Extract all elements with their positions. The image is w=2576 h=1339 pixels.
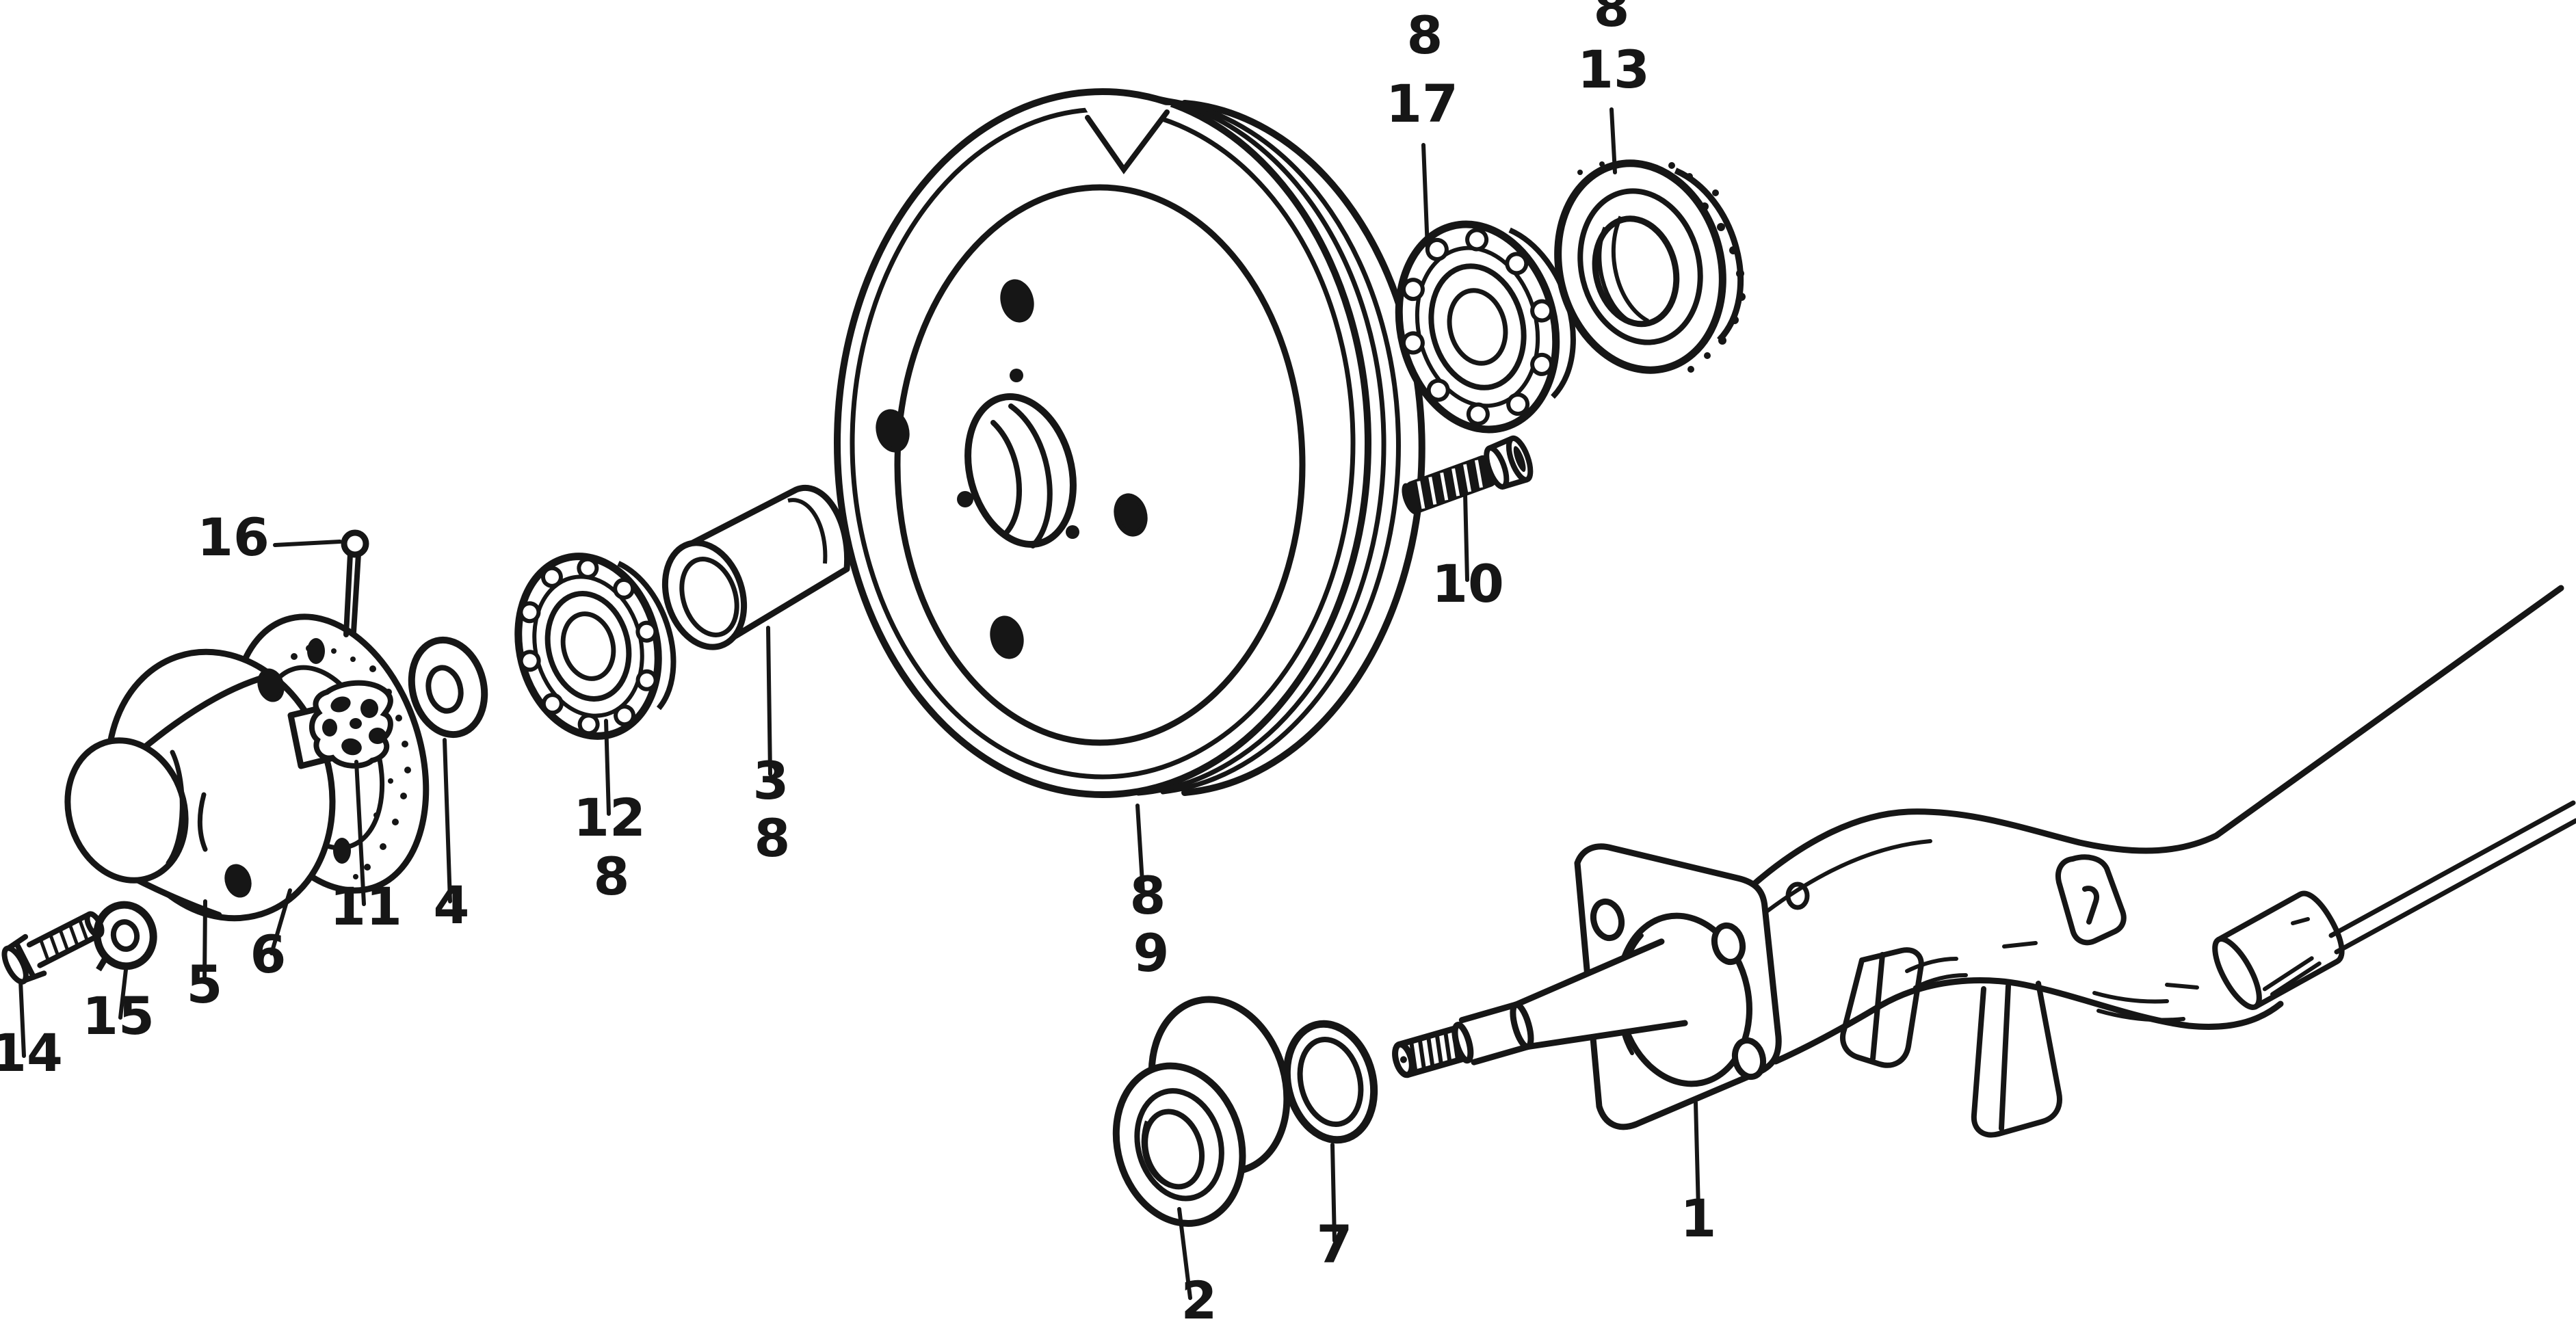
- flange-plate: [1574, 843, 1782, 1130]
- beam-top-edge: [1745, 585, 2564, 892]
- callout-label-lock-washer: 15: [82, 985, 155, 1046]
- callout-label-inner-bearing-alt: 8: [594, 846, 630, 907]
- flange-hole: [1731, 1037, 1767, 1081]
- callout-leader-o-ring-seal: [1330, 1143, 1337, 1243]
- drum-notch-mask: [1082, 103, 1171, 178]
- inner-bearing: [514, 553, 676, 740]
- seal-lip-arcs: [1597, 215, 1650, 323]
- beam-bottom-edge: [1772, 977, 2284, 1065]
- callout-leader-spacer-collar: [1177, 1207, 1192, 1300]
- drum-lug-holes: [876, 279, 1148, 659]
- stud-threads: [1417, 460, 1483, 509]
- thrust-washer: [408, 636, 488, 739]
- callout-label-brake-drum-alt: 9: [1133, 923, 1170, 983]
- flange-hole: [1590, 898, 1625, 942]
- spindle-threads: [1409, 1027, 1460, 1074]
- bearing-depth-edge: [617, 561, 676, 711]
- callout-label-grease-seal-alt: 8: [1594, 0, 1630, 38]
- callout-label-o-ring-seal: 7: [1317, 1214, 1353, 1275]
- callout-label-inner-bearing: 12: [573, 787, 646, 848]
- callout-leader-grease-seal: [1609, 107, 1617, 174]
- callout-label-dust-cover-cone: 3: [753, 750, 789, 811]
- hub-bolt: [1, 911, 105, 985]
- lock-washer: [93, 901, 157, 972]
- spindle-flange: [1392, 843, 1782, 1130]
- drum-face: [834, 88, 1371, 798]
- callout-leader-dust-cover-cone: [766, 626, 772, 776]
- callout-label-wheel-stud: 10: [1432, 553, 1504, 614]
- hub-lug-hole: [224, 864, 252, 898]
- beam-upper-bracket: [2055, 854, 2127, 946]
- bolt-threads: [38, 918, 89, 962]
- callout-label-hub-gasket: 6: [250, 924, 287, 985]
- callout-leader-wheel-stud: [1463, 492, 1469, 582]
- cotter-pin: [341, 529, 369, 637]
- callout-leader-outer-bearing: [1421, 143, 1430, 251]
- spacer-bore-arc: [1141, 1120, 1171, 1188]
- beam-hanging-tab: [1971, 981, 2062, 1138]
- beam-side-bracket: [1840, 947, 1924, 1068]
- callout-label-thrust-washer: 4: [434, 875, 470, 936]
- gasket-hole: [307, 638, 325, 664]
- drum-bore-arcs: [990, 403, 1053, 548]
- brake-drum: [834, 88, 1425, 798]
- wheel-stud: [1402, 435, 1534, 515]
- outer-bearing: [1395, 220, 1576, 434]
- castle-nut: [309, 680, 393, 769]
- bearing-balls: [1401, 228, 1554, 426]
- drum-rim-line: [1135, 93, 1386, 796]
- callout-leader-lock-washer: [118, 968, 128, 1020]
- callout-label-castle-nut: 11: [330, 876, 402, 937]
- castle-nut-castellations: [322, 696, 386, 756]
- grease-seal: [1554, 159, 1746, 374]
- beam-pipe-clip: [2212, 890, 2345, 1010]
- seal-speckle: [1577, 161, 1746, 373]
- drum-notch: [1085, 109, 1170, 174]
- callout-label-grease-seal: 13: [1577, 39, 1650, 100]
- callout-leader-axle-beam-spindle: [1694, 1100, 1700, 1211]
- callout-label-axle-beam-spindle: 1: [1681, 1188, 1717, 1249]
- brake-pipe-line: [2328, 800, 2576, 955]
- drum-pilot-dots: [957, 369, 1079, 539]
- callout-label-cotter-pin: 16: [197, 507, 270, 568]
- spindle-shaft: [1392, 938, 1688, 1078]
- hub-lug-hole: [257, 668, 285, 702]
- drum-recess: [894, 184, 1306, 746]
- callout-label-spacer-collar: 2: [1181, 1270, 1218, 1331]
- callout-leader-castle-nut: [354, 760, 366, 906]
- callout-label-dust-cover-cone-alt: 8: [754, 808, 791, 869]
- callout-label-outer-bearing: 17: [1386, 73, 1458, 134]
- dust-cover-cone: [661, 485, 851, 650]
- flange-hole: [1711, 922, 1746, 966]
- callout-leader-hub-bolt: [18, 979, 26, 1058]
- callout-label-outer-bearing-alt: 8: [1407, 5, 1443, 66]
- hub-step-lines: [166, 750, 208, 866]
- callout-leader-inner-bearing: [604, 719, 611, 816]
- callout-leader-hub-gasket: [270, 888, 292, 955]
- callout-leader-brake-drum: [1135, 804, 1145, 895]
- callout-leader-cotter-pin: [273, 540, 342, 547]
- spacer-collar: [1112, 996, 1291, 1227]
- callout-label-rear-hub: 5: [187, 954, 223, 1015]
- beam-hole: [1785, 881, 1810, 910]
- gasket-hole: [333, 838, 351, 864]
- callout-label-brake-drum: 8: [1130, 865, 1166, 926]
- callout-leader-thrust-washer: [443, 738, 452, 903]
- beam-crease-dashes: [1905, 917, 2310, 1022]
- callout-label-hub-bolt: 14: [0, 1022, 63, 1083]
- axle-beam: [1745, 585, 2576, 1138]
- bearing-balls: [518, 557, 658, 736]
- drum-rim-line: [1160, 97, 1401, 795]
- o-ring-seal: [1283, 1020, 1378, 1144]
- drum-barrel-back: [1181, 100, 1425, 796]
